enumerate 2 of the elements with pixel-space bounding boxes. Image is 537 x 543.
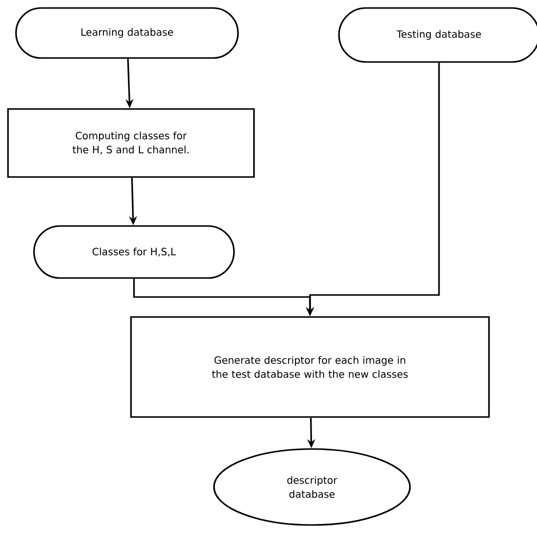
process-box: Generate descriptor for each image in the test database with the new classes — [130, 316, 490, 418]
process-box: Computing classes for the H, S and L channel. — [7, 108, 255, 178]
